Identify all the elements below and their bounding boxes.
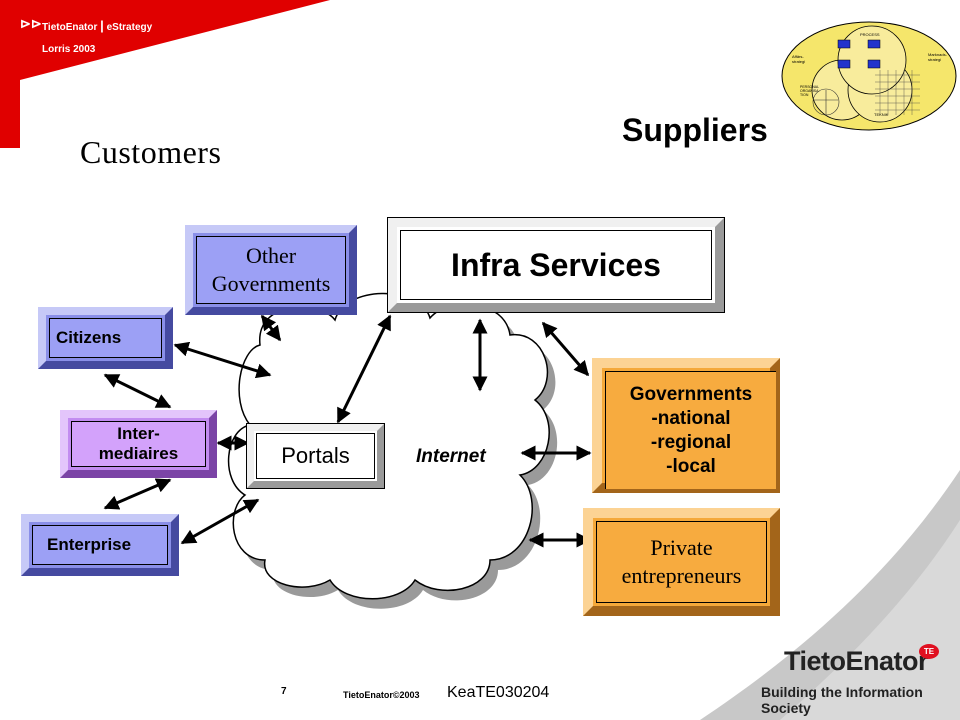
other-governments-box: Other Governments — [185, 225, 357, 315]
other-governments-label: Other Governments — [196, 236, 346, 304]
private-entrepreneurs-label: Private entrepreneurs — [596, 521, 767, 603]
infra-services-label: Infra Services — [400, 230, 712, 300]
header-brand: TietoEnator | eStrategy — [42, 18, 152, 33]
header-separator: | — [100, 18, 104, 33]
company-tagline: Building the Information Society — [761, 684, 923, 716]
emblem-right-line: Marknads- — [928, 52, 948, 57]
suppliers-title: Suppliers — [622, 112, 768, 148]
emblem-bl-line: PERSONAL — [800, 85, 819, 89]
header-logo-icon: ⊳⊳ — [20, 16, 42, 31]
enterprise-box: Enterprise — [21, 514, 179, 576]
arrow-infra-governments — [541, 321, 590, 377]
governments-box: Governments -national -regional -local — [592, 358, 780, 493]
arrow-infra-portals — [336, 314, 392, 424]
arrow-citizens-intermediaires — [103, 373, 172, 409]
header-section: eStrategy — [106, 22, 153, 33]
private-entrepreneurs-box: Private entrepreneurs — [583, 508, 780, 616]
header-band — [0, 0, 330, 148]
document-id: KeaTE030204 — [447, 684, 550, 701]
logo-badge-icon: TE — [919, 644, 939, 659]
enterprise-label: Enterprise — [32, 525, 168, 565]
arrow-othergov-cloud — [260, 314, 282, 342]
header-subtitle: Lorris 2003 — [42, 44, 96, 55]
emblem-top-label: PROCESS — [860, 32, 880, 37]
copyright-text: TietoEnator©2003 — [343, 690, 420, 700]
citizens-box: Citizens — [38, 307, 173, 369]
portals-box: Portals — [246, 423, 385, 489]
company-logo: TietoEnator — [784, 646, 929, 677]
arrow-citizens-cloud — [173, 341, 272, 379]
header-brand-name: TietoEnator — [42, 22, 98, 33]
citizens-label: Citizens — [49, 318, 162, 358]
page-number: 7 — [281, 686, 287, 697]
emblem-bottom-right-label: TEKNIK — [874, 112, 889, 117]
emblem-left-label: Affärs-strategi — [792, 54, 805, 64]
corner-swoosh-light — [780, 520, 960, 720]
intermediaires-label: Inter- mediaires — [71, 421, 206, 467]
emblem-left-line: Affärs- — [792, 54, 804, 59]
emblem-right-line: strategi — [928, 57, 941, 62]
customers-title: Customers — [80, 134, 222, 170]
emblem-right-label: Marknads-strategi — [928, 52, 948, 62]
strategy-emblem: PROCESS Affärs-strategi Marknads-strateg… — [781, 21, 957, 131]
logo-wordmark: TietoEnator — [784, 646, 929, 676]
connector-arrows — [103, 314, 592, 548]
portals-label: Portals — [256, 433, 375, 479]
arrow-enterprise-cloud — [180, 498, 260, 545]
intermediaires-box: Inter- mediaires — [60, 410, 217, 478]
arrow-intermediaires-enterprise — [103, 478, 172, 510]
emblem-bl-line: TION — [800, 93, 809, 97]
logo-badge-text: TE — [923, 647, 935, 656]
emblem-bl-line: ORGANISA- — [800, 89, 820, 93]
governments-label: Governments -national -regional -local — [605, 371, 776, 489]
internet-label: Internet — [416, 446, 486, 467]
infra-services-box: Infra Services — [387, 217, 725, 313]
emblem-left-line: strategi — [792, 59, 805, 64]
